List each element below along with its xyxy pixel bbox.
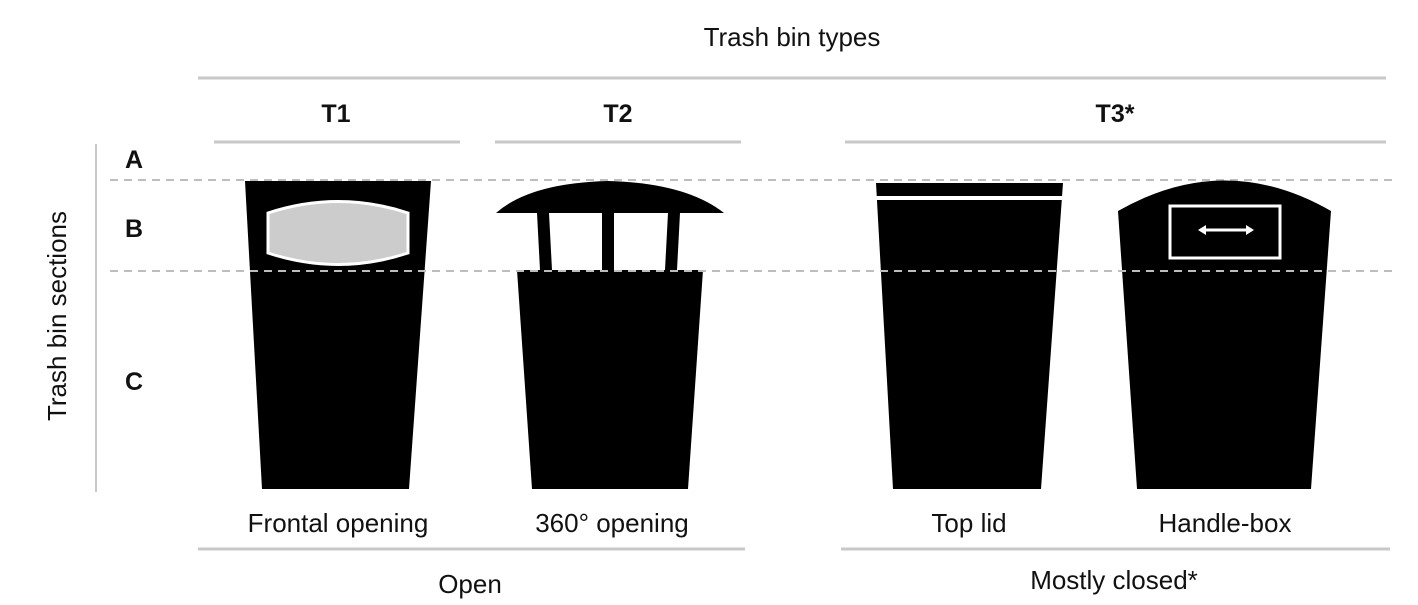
section-label-a: A	[125, 146, 143, 174]
top-lid-bin-icon	[876, 183, 1063, 489]
group-label-open: Open	[438, 569, 502, 599]
section-label-b: B	[125, 215, 143, 243]
type-label-t3: T3*	[1096, 100, 1135, 128]
diagram-title: Trash bin types	[704, 22, 881, 52]
group-label-mostly-closed: Mostly closed*	[1030, 565, 1198, 595]
type-label-t2: T2	[603, 100, 632, 128]
bin-label-handle-box: Handle-box	[1159, 508, 1292, 538]
sections-axis-label: Trash bin sections	[42, 211, 72, 421]
bin-label-360-opening: 360° opening	[535, 508, 689, 538]
bin-label-frontal-opening: Frontal opening	[248, 508, 429, 538]
handle-box-bin-icon	[1118, 180, 1331, 489]
bin-label-top-lid: Top lid	[931, 508, 1006, 538]
frontal-opening-bin-icon	[245, 181, 431, 489]
type-label-t1: T1	[321, 100, 350, 128]
section-label-c: C	[125, 368, 143, 396]
360-opening-bin-icon	[496, 181, 724, 489]
